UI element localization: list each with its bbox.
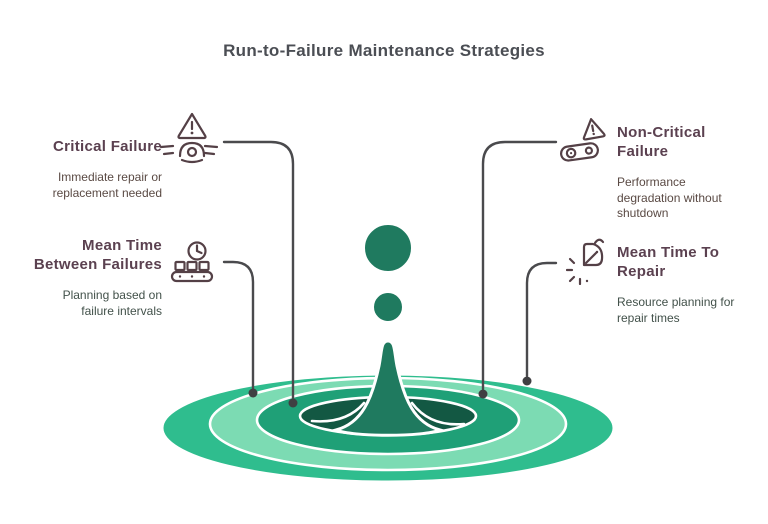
- item-heading-non-critical-failure: Non-Critical Failure: [617, 124, 706, 160]
- page-title: Run-to-Failure Maintenance Strategies: [223, 41, 545, 60]
- falling-drop-small: [371, 290, 405, 324]
- item-heading-mtbf: Mean Time Between Failures: [33, 237, 162, 273]
- item-non-critical-failure: Non-Critical Failure Performance degrada…: [617, 123, 722, 222]
- item-critical-failure: Critical Failure Immediate repair or rep…: [53, 137, 162, 201]
- connector-line-mtbf: [222, 260, 255, 390]
- falling-drop-large: [362, 222, 414, 274]
- splash-swoosh-left: [310, 401, 366, 423]
- item-description-mtbf: Planning based on failure intervals: [62, 288, 162, 318]
- item-description-non-critical-failure: Performance degradation without shutdown: [617, 175, 722, 220]
- clock-conveyor-icon: [170, 241, 214, 283]
- connector-line-critical-failure: [222, 140, 295, 400]
- connector-dot-critical-failure: [288, 398, 298, 408]
- connector-dot-non-critical-failure: [478, 389, 488, 399]
- warning-triangle-belt-icon: [560, 118, 606, 162]
- connector-line-mttr: [525, 261, 558, 378]
- connector-dot-mtbf: [248, 388, 258, 398]
- connector-line-non-critical-failure: [481, 140, 558, 391]
- item-heading-critical-failure: Critical Failure: [52, 138, 162, 155]
- connector-dot-mttr: [522, 376, 532, 386]
- warning-triangle-splash-icon: [160, 112, 218, 164]
- item-mtbf: Mean Time Between Failures Planning base…: [34, 236, 162, 319]
- item-heading-mttr: Mean Time To Repair: [617, 244, 720, 280]
- item-mttr: Mean Time To Repair Resource planning fo…: [617, 243, 734, 326]
- splash-swoosh-right: [410, 401, 466, 426]
- splash-column: [331, 339, 445, 437]
- timer-speed-icon: [566, 238, 605, 285]
- item-description-mttr: Resource planning for repair times: [617, 295, 735, 325]
- item-description-critical-failure: Immediate repair or replacement needed: [52, 170, 162, 200]
